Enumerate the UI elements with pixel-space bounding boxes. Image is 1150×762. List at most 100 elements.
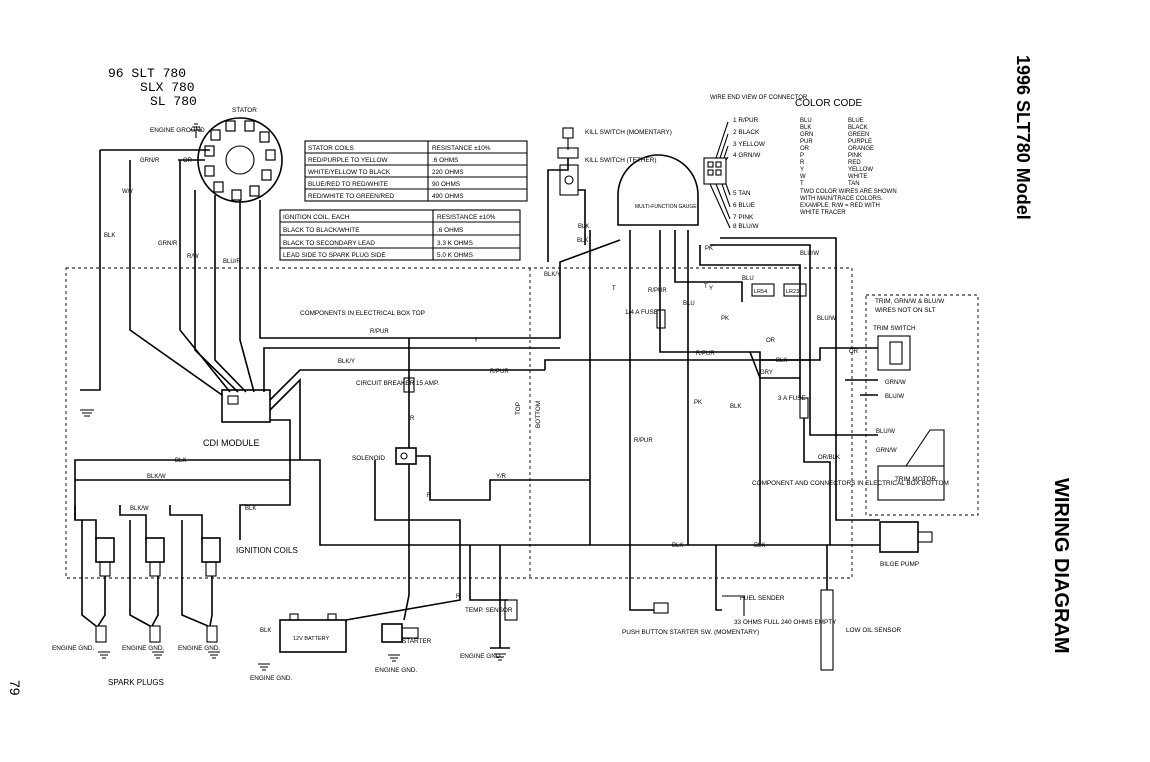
wire-label: BLK — [104, 233, 115, 239]
engine-gnd-label: ENGINE GND. — [460, 653, 502, 660]
wire-label: GRN/W — [876, 448, 897, 454]
stator-table-cell: WHITE/YELLOW TO BLACK — [308, 169, 391, 176]
color-abbr: Y — [800, 167, 804, 173]
color-name: GREEN — [848, 132, 869, 138]
temp-sensor-label: TEMP. SENSOR — [465, 607, 513, 614]
color-abbr: P — [800, 153, 804, 159]
wire-label: R/PUR — [648, 288, 667, 294]
color-name: ORANGE — [848, 146, 874, 152]
fuse-quarter-label: 1/4 A FUSE — [625, 309, 658, 316]
wire-label: GRN/R — [140, 158, 160, 164]
wire-label: BLK/W — [130, 506, 149, 512]
connector-pin: 7 PINK — [733, 214, 754, 221]
wire-label: BLU/W — [885, 394, 904, 400]
color-name: PURPLE — [848, 139, 872, 145]
relay-lr23-label: LR23 — [786, 289, 799, 295]
wire-label: Y/R — [496, 474, 507, 480]
spark-plug-1 — [95, 625, 107, 643]
wire-label: BLK/Y — [338, 359, 355, 365]
stator-resistance-table: STATOR COILS RESISTANCE ±10% RED/PURPLE … — [304, 140, 528, 202]
battery-label: 12V BATTERY — [293, 636, 330, 642]
wire-label: Y — [474, 338, 478, 344]
engine-gnd-label: ENGINE GND. — [52, 645, 94, 652]
ignition-table-header: RESISTANCE ±10% — [437, 214, 496, 221]
wire-label: GRN/R — [158, 241, 178, 247]
wire-label: BLK/W — [147, 474, 166, 480]
color-abbr: W — [800, 174, 806, 180]
battery — [279, 613, 347, 653]
engine-gnd-label: ENGINE GND. — [250, 675, 292, 682]
wire-label: PK — [705, 246, 713, 252]
ignition-coil-3 — [201, 537, 221, 577]
box-top-label: COMPONENTS IN ELECTRICAL BOX TOP — [300, 310, 425, 317]
color-note: EXAMPLE: R/W = RED WITH — [800, 203, 880, 209]
connector-pin: 5 TAN — [733, 190, 751, 197]
wire-label: BLK — [577, 238, 588, 244]
box-bottom-label: COMPONENT AND CONNECTORS IN ELECTRICAL B… — [752, 480, 949, 487]
wire-label: PK — [721, 316, 729, 322]
color-name: RED — [848, 160, 861, 166]
stator-table-cell: 220 OHMS — [432, 169, 464, 176]
spark-plug-3 — [206, 625, 218, 643]
starter — [381, 623, 419, 643]
wire-label: PK — [694, 400, 702, 406]
trim-motor — [877, 429, 945, 501]
wire-label: R/PUR — [490, 369, 509, 375]
stator-table-cell: BLUE/RED TO RED/WHITE — [308, 181, 388, 188]
electrical-box-outline — [65, 267, 853, 579]
kill-switch-momentary-label: KILL SWITCH (MOMENTARY) — [585, 129, 672, 136]
ignition-table-cell: 5.0 K OHMS — [437, 252, 473, 259]
circuit-breaker-label: CIRCUIT BREAKER 15 AMP. — [356, 380, 439, 387]
trim-note-2: WIRES NOT ON SLT — [875, 307, 936, 314]
wire-label: BLK — [260, 628, 271, 634]
stator-table-header: RESISTANCE ±10% — [432, 145, 491, 152]
wire-label: BLK — [245, 506, 256, 512]
wire-label: R — [410, 416, 415, 422]
kill-switch-momentary — [557, 127, 579, 159]
wire-label: BLU — [683, 301, 695, 307]
connector-pin: 3 YELLOW — [733, 141, 766, 148]
stator-table-cell: RED/PURPLE TO YELLOW — [308, 157, 389, 164]
relay-lr23 — [783, 283, 807, 297]
fuel-sender-label: FUEL SENDER — [740, 595, 785, 602]
multi-function-gauge: MULTI-FUNCTION GAUGE — [617, 154, 699, 226]
spark-plugs-label: SPARK PLUGS — [108, 678, 164, 687]
temp-sensor — [504, 599, 518, 621]
top-label: TOP — [515, 402, 522, 415]
wire-label: W/Y — [122, 189, 133, 195]
bottom-label: BOTTOM — [535, 401, 542, 428]
low-oil-label: LOW OIL SENSOR — [846, 627, 902, 634]
connector-pin: 6 BLUE — [733, 202, 755, 209]
trim-box-outline — [865, 294, 979, 516]
wire-label: BLU — [742, 276, 754, 282]
stator: STATOR — [197, 107, 283, 203]
wire-label: R/PUR — [696, 351, 715, 357]
page-title: 1996 SLT780 Model — [1013, 55, 1033, 220]
connector-pin: 1 R/PUR — [733, 117, 759, 124]
solenoid-label: SOLENOID — [352, 455, 385, 462]
connector-pin: 4 GRN/W — [733, 152, 761, 159]
ignition-table-cell: 3.3 K OHMS — [437, 240, 473, 247]
ignition-table-cell: BLACK TO BLACK/WHITE — [283, 227, 359, 234]
cdi-module — [221, 389, 271, 423]
ignition-coil-2 — [145, 537, 165, 577]
wire-label: BLK — [175, 458, 186, 464]
engine-gnd-label: ENGINE GND. — [122, 645, 164, 652]
wire-label: OR — [183, 158, 193, 164]
spark-plug-2 — [149, 625, 161, 643]
color-name: YELLOW — [848, 167, 873, 173]
ignition-table-cell: LEAD SIDE TO SPARK PLUG SIDE — [283, 252, 386, 259]
ground-symbols — [80, 409, 506, 671]
kill-switch-tether — [559, 164, 579, 196]
section-title: WIRING DIAGRAM — [1050, 478, 1072, 654]
stator-label: STATOR — [232, 107, 257, 114]
wire-label: BLK — [578, 224, 589, 230]
wire-label: OR — [849, 349, 859, 355]
stator-table-cell: RED/WHITE TO GREEN/RED — [308, 193, 394, 200]
wire-label: BLU/W — [800, 251, 819, 257]
wire-label: BLU/W — [876, 429, 895, 435]
wire-label: R/PUR — [370, 329, 389, 335]
